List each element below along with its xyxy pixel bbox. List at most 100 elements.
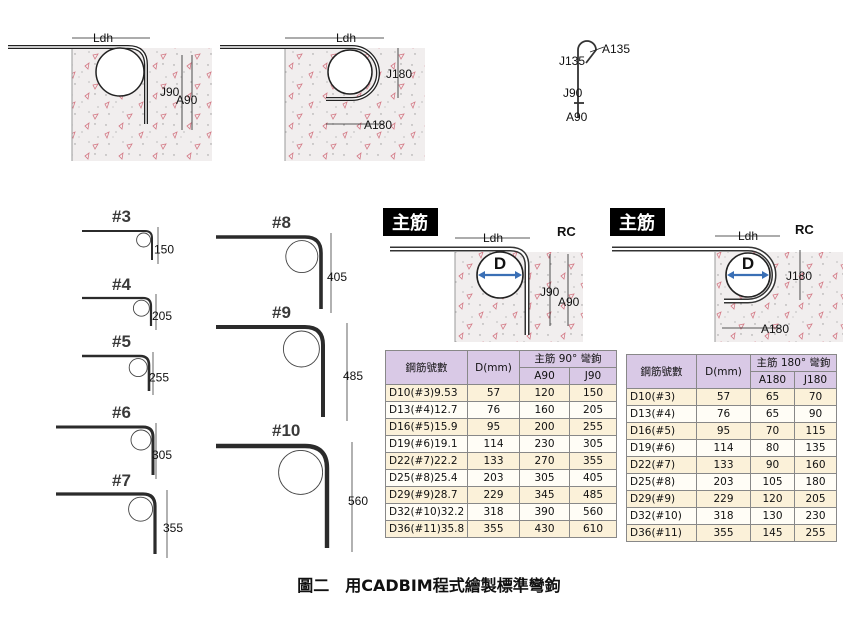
a135-label: A135 [602,42,630,56]
main-bar-tag-label: 主筋 [619,212,655,234]
cell-value: 70 [794,388,837,406]
cell-bar: D16(#5) [626,422,697,440]
cell-value: 57 [467,384,520,402]
mandrel-circle [327,49,373,95]
panel180-diagram: 主筋 D RC Ldh J180 A180 [610,208,843,342]
cell-value: 255 [568,418,618,436]
hook-dimension-label: 355 [163,521,183,535]
rebar-hook-180-core [220,46,379,100]
col-bar-number: 鋼筋號數 [626,354,697,389]
cell-value: 57 [696,388,751,406]
rebar-hook-shape [56,492,157,554]
cell-value: 390 [519,503,570,521]
rebar-hook-90-core [390,248,528,335]
cell-bar: D36(#11)35.8 [385,520,468,538]
cell-value: 229 [696,490,751,508]
cell-value: 318 [696,507,751,525]
a90-label: A90 [558,295,580,309]
rebar-hook-180-core [612,248,775,302]
rebar-hook-shape [216,325,325,417]
bend-circle [285,240,319,274]
bar-size-label: #10 [272,421,300,440]
cell-bar: D22(#7) [626,456,697,474]
rebar-hook-90-core [8,46,147,124]
cell-value: 160 [519,401,570,419]
cell-value: 90 [750,456,795,474]
j90-label: J90 [160,85,180,99]
bar-size-label: #6 [112,403,131,422]
cell-value: 90 [794,405,837,423]
cell-value: 200 [519,418,570,436]
cell-bar: D10(#3)9.53 [385,384,468,402]
diameter-arrowhead-left [727,271,734,279]
j180-label: J180 [786,269,812,283]
cell-value: 203 [696,473,751,491]
j180-label: J180 [386,67,412,81]
bend-circle [130,429,152,451]
cell-value: 305 [568,435,618,453]
a180-label: A180 [761,322,789,336]
diameter-arrowhead-left [478,271,485,279]
cell-bar: D36(#11) [626,524,697,542]
cell-value: 150 [568,384,618,402]
cell-bar: D19(#6)19.1 [385,435,468,453]
stirrup-hook-135 [577,40,597,118]
bar-hook-8: #10 560 [216,421,368,552]
cell-value: 160 [794,456,837,474]
cell-bar: D22(#7)22.2 [385,452,468,470]
main-bar-tag [610,208,665,236]
cell-value: 133 [696,456,751,474]
cell-value: 114 [696,439,751,457]
cell-value: 133 [467,452,520,470]
cell-value: 430 [519,520,570,538]
cell-value: 305 [519,469,570,487]
diameter-arrowhead-right [762,271,769,279]
main-bar-tag-label: 主筋 [392,212,428,234]
bend-circle [278,449,324,495]
main-bar-tag [383,208,438,236]
hook-dimension-label: 305 [152,448,172,462]
hook-dimension-label: 205 [152,309,172,323]
col-diameter: D(mm) [467,350,520,385]
cell-value: 229 [467,486,520,504]
rebar-hook-shape [56,425,155,475]
diameter-label: D [494,254,506,273]
cell-value: 180 [794,473,837,491]
rc-label: RC [795,222,814,237]
cell-value: 205 [568,401,618,419]
col-hook-group: 主筋 180° 彎鉤 [750,354,837,372]
cell-value: 255 [794,524,837,542]
bend-circle [128,496,154,522]
col-a180: A180 [750,371,795,389]
hook180-spec-table: 鋼筋號數 D(mm) 主筋 180° 彎鉤 A180 J180 D10(#3)5… [626,354,837,542]
cell-value: 205 [794,490,837,508]
cell-value: 115 [794,422,837,440]
cell-bar: D29(#9) [626,490,697,508]
diameter-arrowhead-right [515,271,522,279]
bar-hook-column: #3150#4205#5255#6305#7355#8405#9485#1056… [56,207,368,558]
bar-hook-4: #6 305 [56,403,172,479]
hook-dimension-label: 560 [348,494,368,508]
cell-value: 65 [750,405,795,423]
bar-size-label: #9 [272,303,291,322]
cell-value: 203 [467,469,520,487]
cell-bar: D25(#8)25.4 [385,469,468,487]
cell-value: 120 [750,490,795,508]
cell-value: 130 [750,507,795,525]
